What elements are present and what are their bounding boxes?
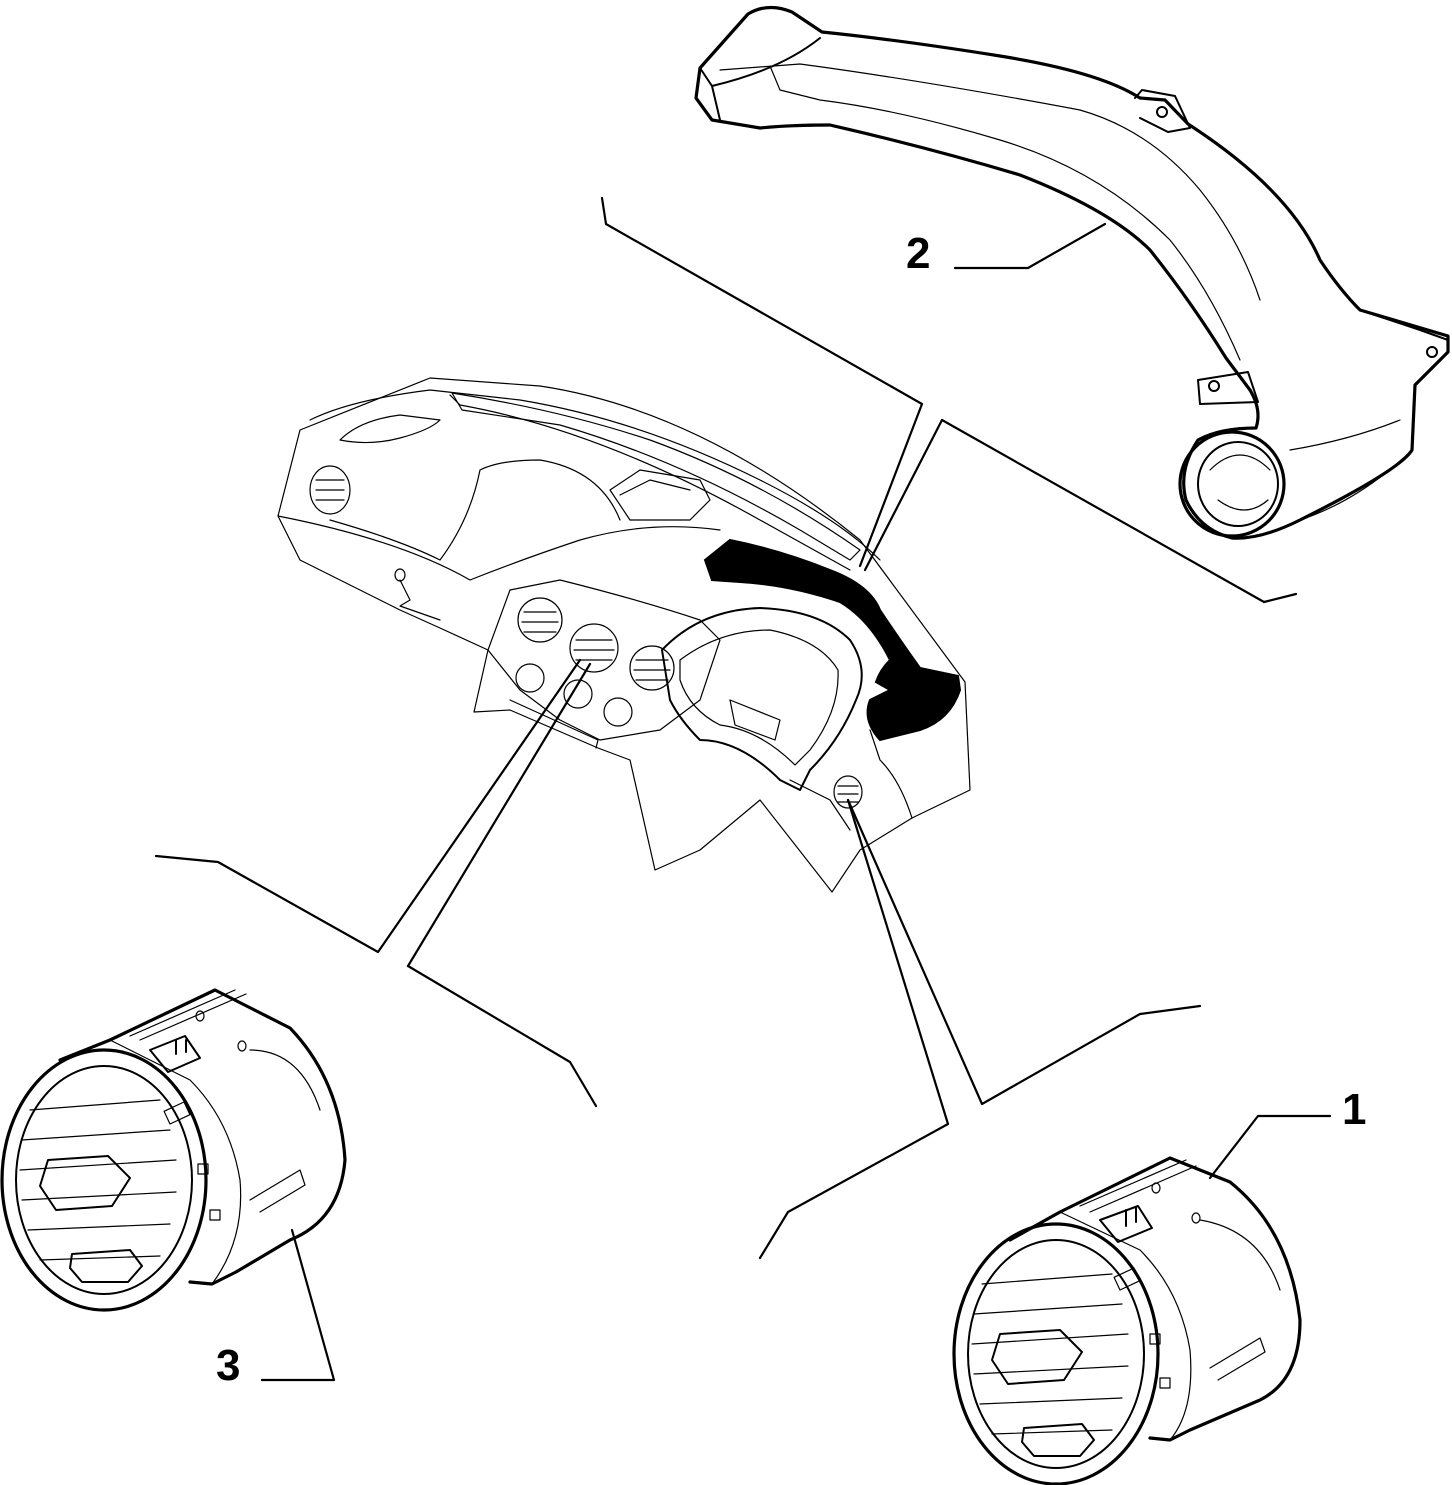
callout-2: 2 <box>906 229 930 278</box>
air-vent-part-1 <box>952 1156 1302 1485</box>
leader-lines <box>154 196 1332 1382</box>
air-duct-part-2 <box>694 5 1450 540</box>
air-vent-part-3 <box>0 988 347 1312</box>
callout-3: 3 <box>216 1341 240 1390</box>
dashboard-assembly <box>277 377 971 893</box>
callout-1: 1 <box>1342 1085 1366 1134</box>
highlighted-duct <box>703 538 962 742</box>
